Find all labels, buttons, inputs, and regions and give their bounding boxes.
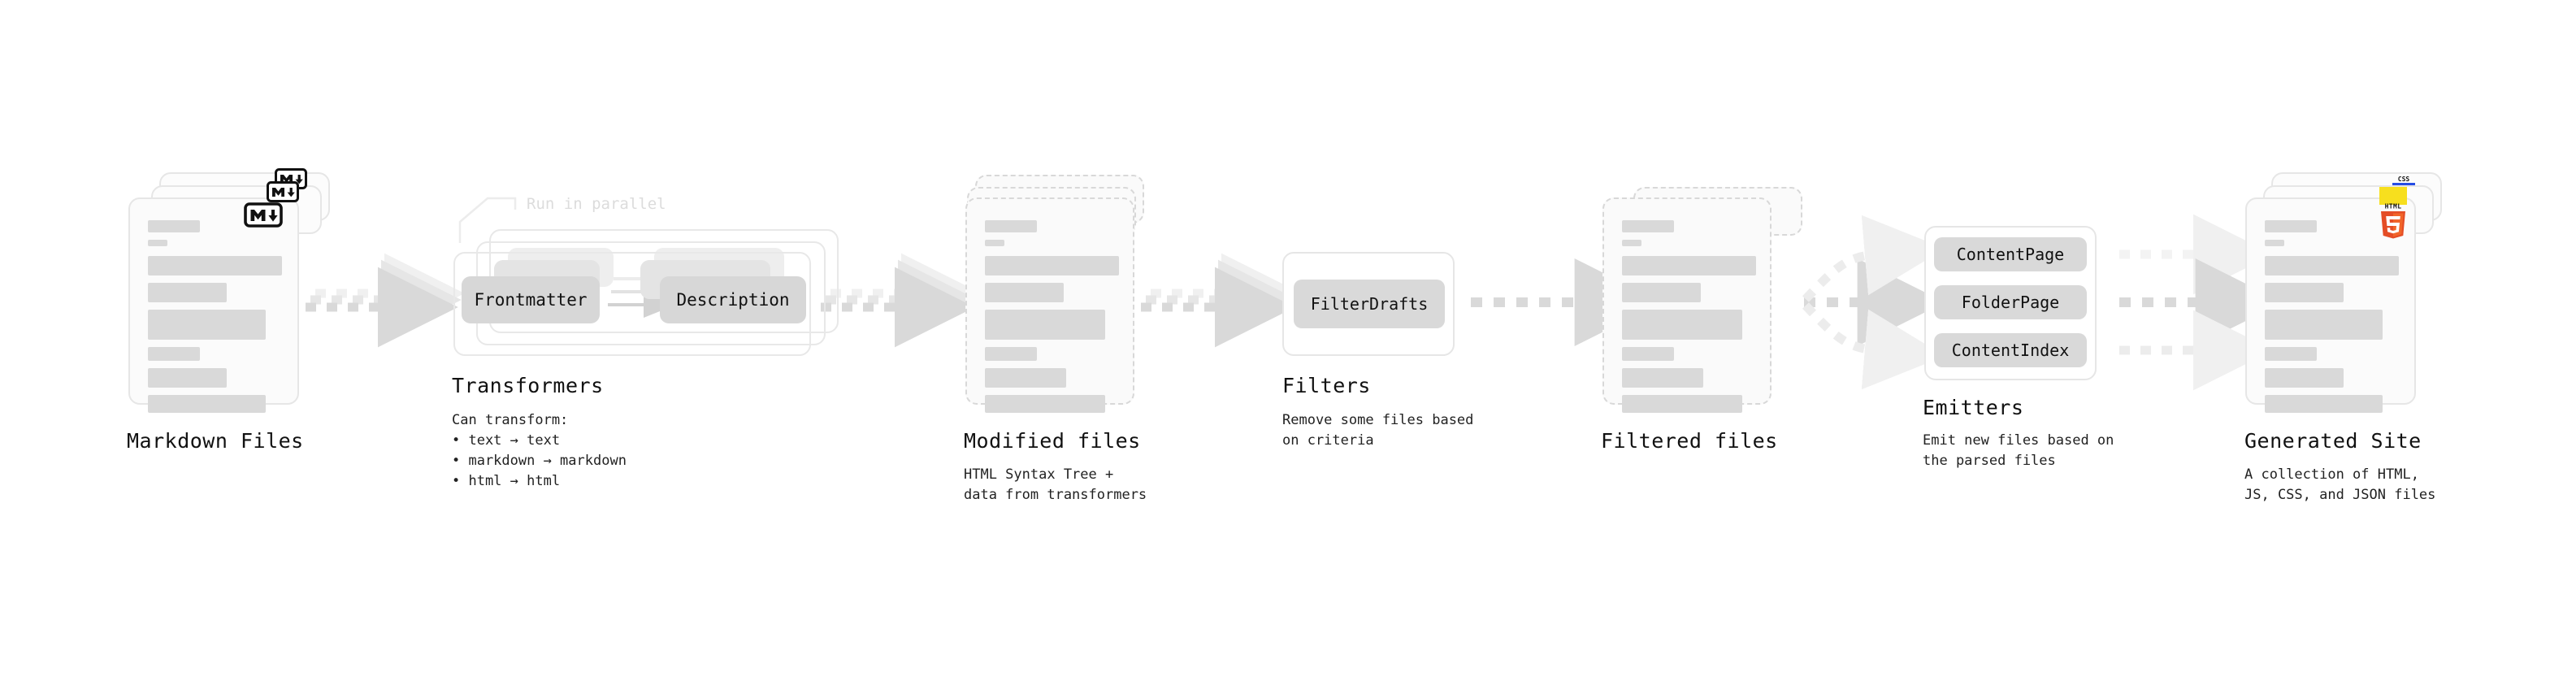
html5-icon: HTML: [2381, 203, 2405, 239]
stage-desc-filters: Remove some files based on criteria: [1282, 412, 1474, 449]
run-in-parallel-label: Run in parallel: [527, 195, 666, 213]
stage-title-markdown-files: Markdown Files: [127, 429, 304, 453]
stage-title-emitters: Emitters: [1923, 396, 2024, 419]
stage-title-modified-files: Modified files: [964, 429, 1141, 453]
transformer-chip-frontmatter[interactable]: Frontmatter: [462, 276, 600, 323]
connector-markdown-to-transformers: [306, 253, 465, 348]
modified-card-lines: [985, 220, 1119, 420]
connector-emitters-to-site: [2119, 214, 2283, 391]
js-icon: [2379, 187, 2407, 205]
connector-modified-to-filters: [1141, 253, 1302, 348]
css-icon: CSS: [2392, 176, 2415, 185]
markdown-card-lines: [148, 220, 282, 420]
stage-desc-modified-files: HTML Syntax Tree + data from transformer…: [964, 466, 1147, 503]
stage-desc-emitters: Emit new files based on the parsed files: [1923, 432, 2114, 469]
emitter-chip-contentpage[interactable]: ContentPage: [1934, 237, 2087, 271]
site-card-lines: [2265, 220, 2399, 420]
filtered-card-lines: [1622, 220, 1756, 420]
markdown-icon-mid: [267, 181, 299, 202]
stage-title-generated-site: Generated Site: [2244, 429, 2422, 453]
emitter-chip-folderpage[interactable]: FolderPage: [1934, 285, 2087, 319]
markdown-icon: [244, 202, 283, 228]
connector-filtered-to-emitters: [1802, 215, 1945, 390]
markdown-card-front: [128, 197, 299, 413]
transformer-group-front: [453, 252, 811, 356]
stage-desc-generated-site: A collection of HTML, JS, CSS, and JSON …: [2244, 466, 2436, 503]
stage-title-transformers: Transformers: [452, 374, 604, 397]
transformer-chip-description[interactable]: Description: [660, 276, 806, 323]
filtered-card-front: [1602, 197, 1772, 413]
svg-text:HTML: HTML: [2385, 203, 2402, 210]
stage-title-filters: Filters: [1282, 374, 1371, 397]
svg-text:CSS: CSS: [2398, 176, 2410, 183]
emitter-chip-contentindex[interactable]: ContentIndex: [1934, 333, 2087, 367]
modified-card-front: [965, 197, 1134, 413]
stage-desc-transformers: Can transform: • text → text • markdown …: [452, 412, 627, 489]
stage-title-filtered-files: Filtered files: [1601, 429, 1778, 453]
filter-chip-filterdrafts[interactable]: FilterDrafts: [1294, 280, 1445, 328]
